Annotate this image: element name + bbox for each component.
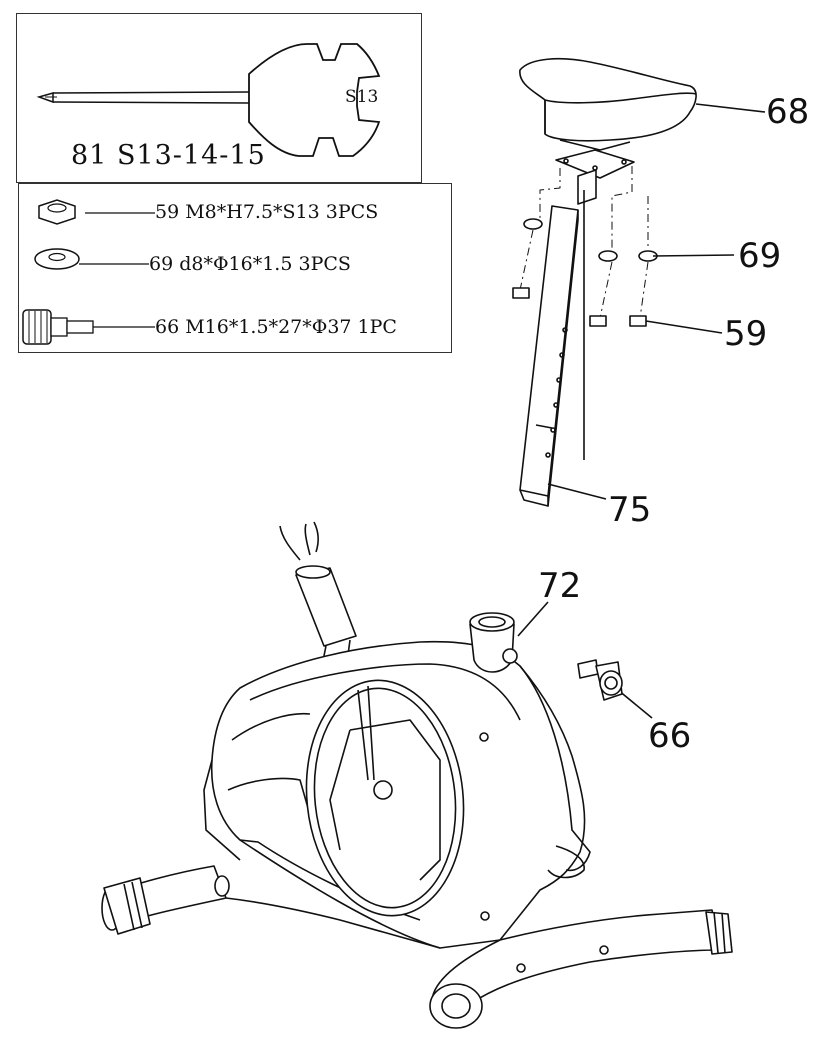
- seat-part: [519, 57, 697, 151]
- hardware-item-59: 59 M8*H7.5*S13 3PCS: [155, 201, 379, 223]
- callout-59-nuts: 59: [724, 314, 768, 354]
- wrench-screwdriver-icon: [36, 43, 381, 157]
- wrench-size-label: S13: [345, 87, 379, 107]
- callout-69-washers: 69: [738, 236, 782, 276]
- knob-part: [577, 659, 623, 701]
- hardware-list-box: 59 M8*H7.5*S13 3PCS 69 d8*Φ16*1.5 3PCS 6…: [18, 183, 452, 353]
- nut-icon: [38, 199, 76, 225]
- bike-frame-part: [101, 521, 733, 1029]
- callout-75-seat-post: 75: [608, 490, 652, 530]
- tool-caption: 81 S13-14-15: [71, 140, 266, 171]
- hardware-item-66: 66 M16*1.5*27*Φ37 1PC: [155, 316, 397, 338]
- hardware-icons: [22, 199, 155, 345]
- callout-68-seat: 68: [766, 92, 810, 132]
- knob-icon: [22, 309, 94, 345]
- tool-box: S13 81 S13-14-15: [16, 13, 422, 183]
- washer-icon: [34, 248, 80, 270]
- seat-post-part: [519, 169, 597, 507]
- hardware-item-69: 69 d8*Φ16*1.5 3PCS: [149, 253, 351, 275]
- callout-66-knob: 66: [648, 716, 692, 756]
- callout-72-seat-tube: 72: [538, 566, 582, 606]
